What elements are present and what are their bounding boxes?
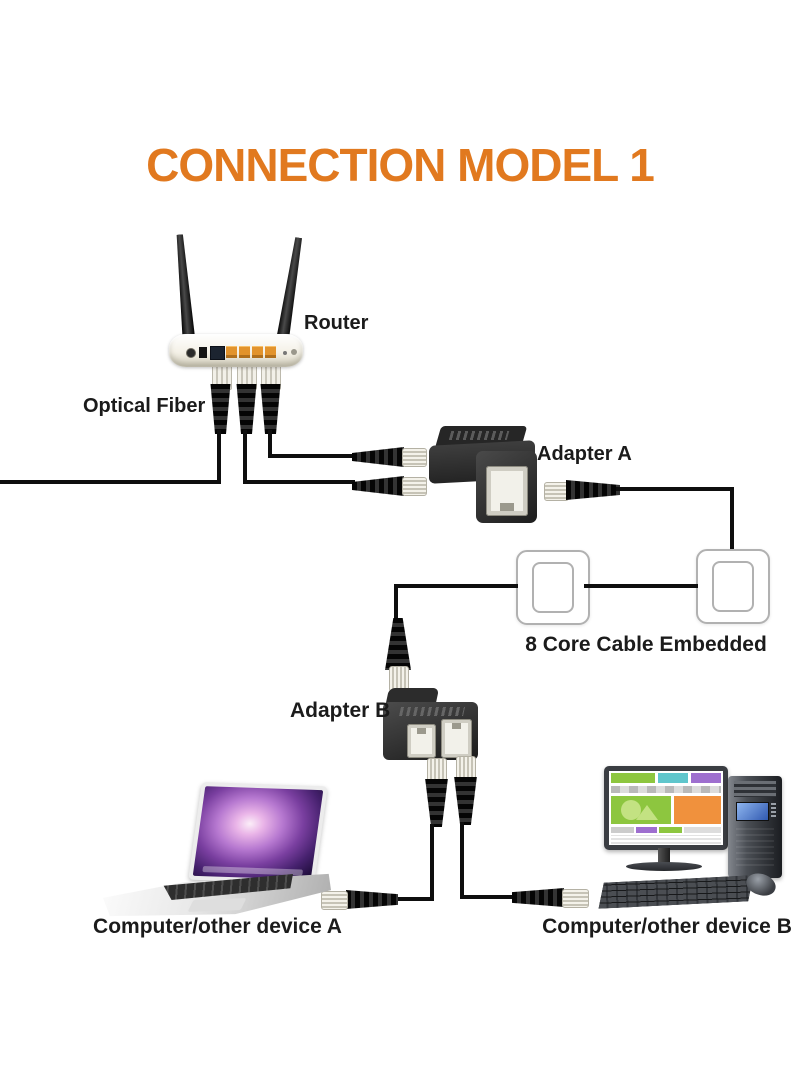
webpage-logo — [620, 800, 641, 821]
rj45-jack-notch — [500, 503, 514, 511]
tower-vents — [736, 828, 774, 868]
monitor-stand — [658, 848, 670, 864]
webpage-block — [691, 773, 721, 783]
embedded-cable — [394, 584, 518, 588]
optical-fiber-label: Optical Fiber — [83, 395, 206, 417]
desktop-tower — [728, 776, 782, 878]
webpage-block — [636, 826, 657, 834]
tower-buttons — [771, 803, 776, 819]
lan-port-icon — [252, 346, 263, 358]
rj45-plug-icon — [352, 476, 404, 496]
rj45-plug-icon — [562, 889, 589, 908]
rj45-jack-icon — [445, 723, 468, 754]
rj45-plug-icon — [346, 890, 398, 909]
webpage-block — [684, 826, 721, 834]
webpage-block — [611, 796, 671, 825]
tower-lcd-screen — [736, 802, 769, 821]
adapter-b-ridges — [399, 707, 465, 716]
wall-plate-icon — [516, 550, 590, 625]
desktop-keyboard — [598, 875, 755, 908]
rj45-plug-icon — [210, 384, 231, 434]
rj45-plug-icon — [544, 482, 569, 501]
laptop-wallpaper — [192, 786, 324, 880]
webpage-block — [611, 826, 635, 834]
rj45-plug-icon — [236, 384, 257, 434]
patch-cable — [243, 480, 355, 484]
rj45-plug-icon — [260, 384, 281, 434]
adapter-a-ridges — [448, 431, 510, 440]
webpage-textrows — [611, 835, 721, 844]
laptop-trackpad — [187, 898, 247, 912]
router-antenna-left-icon — [173, 234, 196, 347]
rj45-jack-notch — [452, 723, 461, 729]
laptop-screen — [188, 782, 328, 884]
desktop-monitor — [604, 766, 728, 850]
laptop-icon — [103, 778, 331, 920]
patch-cable — [243, 430, 247, 484]
lan-port-icon — [226, 346, 237, 358]
webpage-block — [673, 796, 721, 825]
webpage-logo — [636, 804, 659, 820]
rj45-plug-icon — [425, 779, 448, 827]
embedded-cable — [394, 586, 398, 620]
embedded-cable — [616, 487, 734, 491]
rj45-plug-icon — [402, 477, 427, 496]
core-cable-label: 8 Core Cable Embedded — [525, 633, 767, 656]
power-port-icon — [186, 348, 196, 358]
router-label: Router — [304, 312, 369, 334]
rj45-plug-icon — [385, 618, 411, 670]
tower-drive-bays — [734, 781, 776, 797]
rj45-plug-icon — [352, 447, 404, 467]
wall-plate-inner — [712, 561, 754, 612]
optical-fiber-cable — [217, 430, 221, 484]
lan-port-icon — [239, 346, 250, 358]
patch-cable — [460, 822, 464, 899]
webpage-block — [611, 773, 655, 783]
patch-cable — [268, 430, 272, 458]
webpage-navbar — [611, 785, 721, 794]
patch-cable — [460, 895, 514, 899]
rj45-plug-icon — [566, 480, 620, 500]
wall-plate-inner — [532, 562, 574, 613]
power-switch-icon — [199, 347, 207, 358]
device-b-label: Computer/other device B — [542, 915, 792, 938]
desktop-icon — [596, 764, 796, 914]
rj45-plug-icon — [321, 891, 348, 910]
wps-button-icon — [291, 349, 297, 355]
page-title: CONNECTION MODEL 1 — [146, 139, 655, 191]
rj45-plug-icon — [454, 777, 477, 825]
reset-hole-icon — [283, 351, 287, 355]
rj45-jack-notch — [417, 728, 426, 734]
patch-cable — [430, 824, 434, 901]
rj45-plug-icon — [402, 448, 427, 467]
embedded-cable — [730, 487, 734, 552]
webpage-block — [658, 773, 688, 783]
device-a-label: Computer/other device A — [93, 915, 342, 938]
rj45-jack-icon — [411, 728, 432, 754]
lan-port-icon — [265, 346, 276, 358]
patch-cable — [268, 454, 356, 458]
laptop-dock — [202, 866, 303, 876]
adapter-a-label: Adapter A — [537, 443, 632, 465]
wall-plate-icon — [696, 549, 770, 624]
embedded-cable — [584, 584, 698, 588]
wan-port-icon — [210, 346, 225, 360]
monitor-base — [626, 862, 702, 871]
rj45-plug-icon — [512, 888, 564, 907]
desktop-webpage — [609, 771, 723, 845]
optical-fiber-cable — [0, 480, 221, 484]
patch-cable — [396, 897, 434, 901]
webpage-block — [659, 826, 682, 834]
adapter-b-label: Adapter B — [290, 699, 391, 722]
